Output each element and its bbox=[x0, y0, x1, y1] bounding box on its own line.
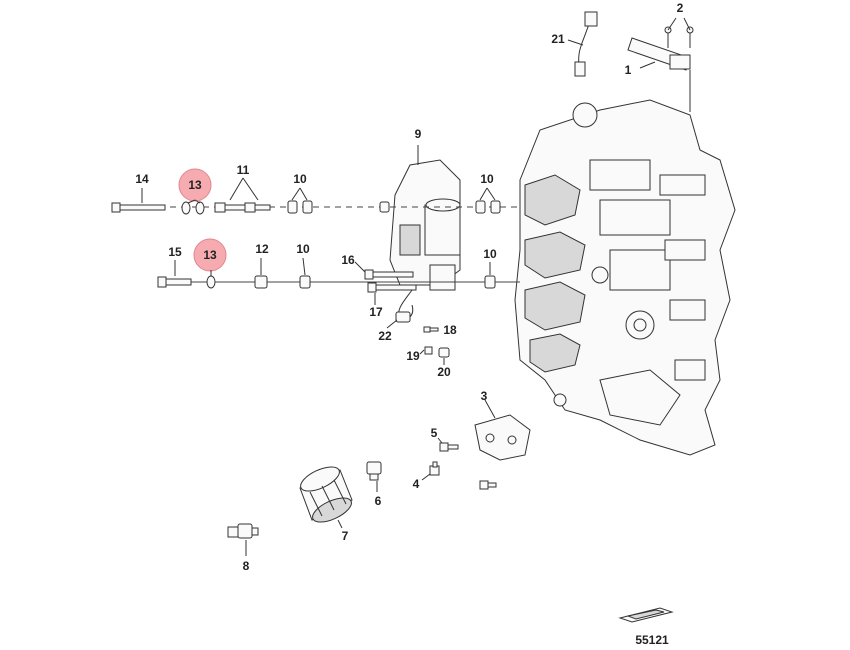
callout-19: 19 bbox=[406, 349, 420, 363]
bracket-1 bbox=[627, 37, 691, 71]
callout-13-lower: 13 bbox=[203, 248, 217, 262]
callout-20: 20 bbox=[437, 365, 451, 379]
washers-13-upper bbox=[181, 201, 205, 215]
nut-19 bbox=[424, 346, 433, 355]
bracket-3 bbox=[474, 414, 531, 461]
callout-6: 6 bbox=[375, 494, 382, 508]
bolts-11 bbox=[214, 202, 271, 213]
callout-21: 21 bbox=[551, 32, 565, 46]
bolt-5 bbox=[439, 442, 459, 452]
bolt-16 bbox=[364, 269, 414, 280]
grommet-10-lower-left bbox=[299, 275, 311, 289]
callout-15: 15 bbox=[168, 245, 182, 259]
highlight-13-lower bbox=[193, 238, 227, 272]
callout-4: 4 bbox=[413, 477, 420, 491]
engine-block bbox=[514, 99, 736, 456]
callout-8: 8 bbox=[243, 559, 250, 573]
callout-13-upper: 13 bbox=[188, 178, 202, 192]
callout-2: 2 bbox=[677, 1, 684, 15]
callout-14: 14 bbox=[135, 172, 149, 186]
callout-17: 17 bbox=[369, 305, 383, 319]
callout-18: 18 bbox=[443, 323, 457, 337]
starter-motor-9 bbox=[389, 145, 461, 291]
callout-10-lower-left: 10 bbox=[296, 242, 310, 256]
cap-20 bbox=[438, 347, 450, 358]
sensor-21 bbox=[574, 11, 598, 77]
callout-7: 7 bbox=[342, 529, 349, 543]
bolt-bracket-3-lower bbox=[479, 480, 497, 490]
callout-12: 12 bbox=[255, 242, 269, 256]
callout-3: 3 bbox=[481, 389, 488, 403]
bolt-14 bbox=[111, 202, 166, 213]
callout-9: 9 bbox=[415, 127, 422, 141]
callout-10-upper-right: 10 bbox=[480, 172, 494, 186]
cable-22 bbox=[395, 289, 414, 323]
grommets-10-upper-right bbox=[475, 200, 501, 214]
callout-10-lower-right: 10 bbox=[483, 247, 497, 261]
figure-id-icon bbox=[618, 607, 674, 623]
fitting-4 bbox=[429, 461, 440, 476]
callout-16: 16 bbox=[341, 253, 355, 267]
grommet-10-lower-right bbox=[484, 275, 496, 289]
callout-10-upper-left: 10 bbox=[293, 172, 307, 186]
callout-11: 11 bbox=[237, 163, 250, 177]
callout-1: 1 bbox=[625, 63, 632, 77]
fitting-6 bbox=[366, 461, 382, 481]
figure-id: 55121 bbox=[635, 633, 669, 647]
callout-22: 22 bbox=[378, 329, 392, 343]
callout-5: 5 bbox=[431, 426, 438, 440]
oil-filter-7 bbox=[299, 466, 353, 523]
grommets-10-upper-left bbox=[287, 200, 313, 214]
bolt-15 bbox=[157, 276, 192, 288]
bushing-12 bbox=[254, 275, 268, 289]
highlight-13-upper bbox=[178, 168, 212, 202]
bolt-17 bbox=[367, 282, 417, 293]
sender-8 bbox=[227, 523, 259, 539]
washer-13-lower bbox=[206, 275, 216, 289]
bolt-18 bbox=[423, 326, 439, 333]
